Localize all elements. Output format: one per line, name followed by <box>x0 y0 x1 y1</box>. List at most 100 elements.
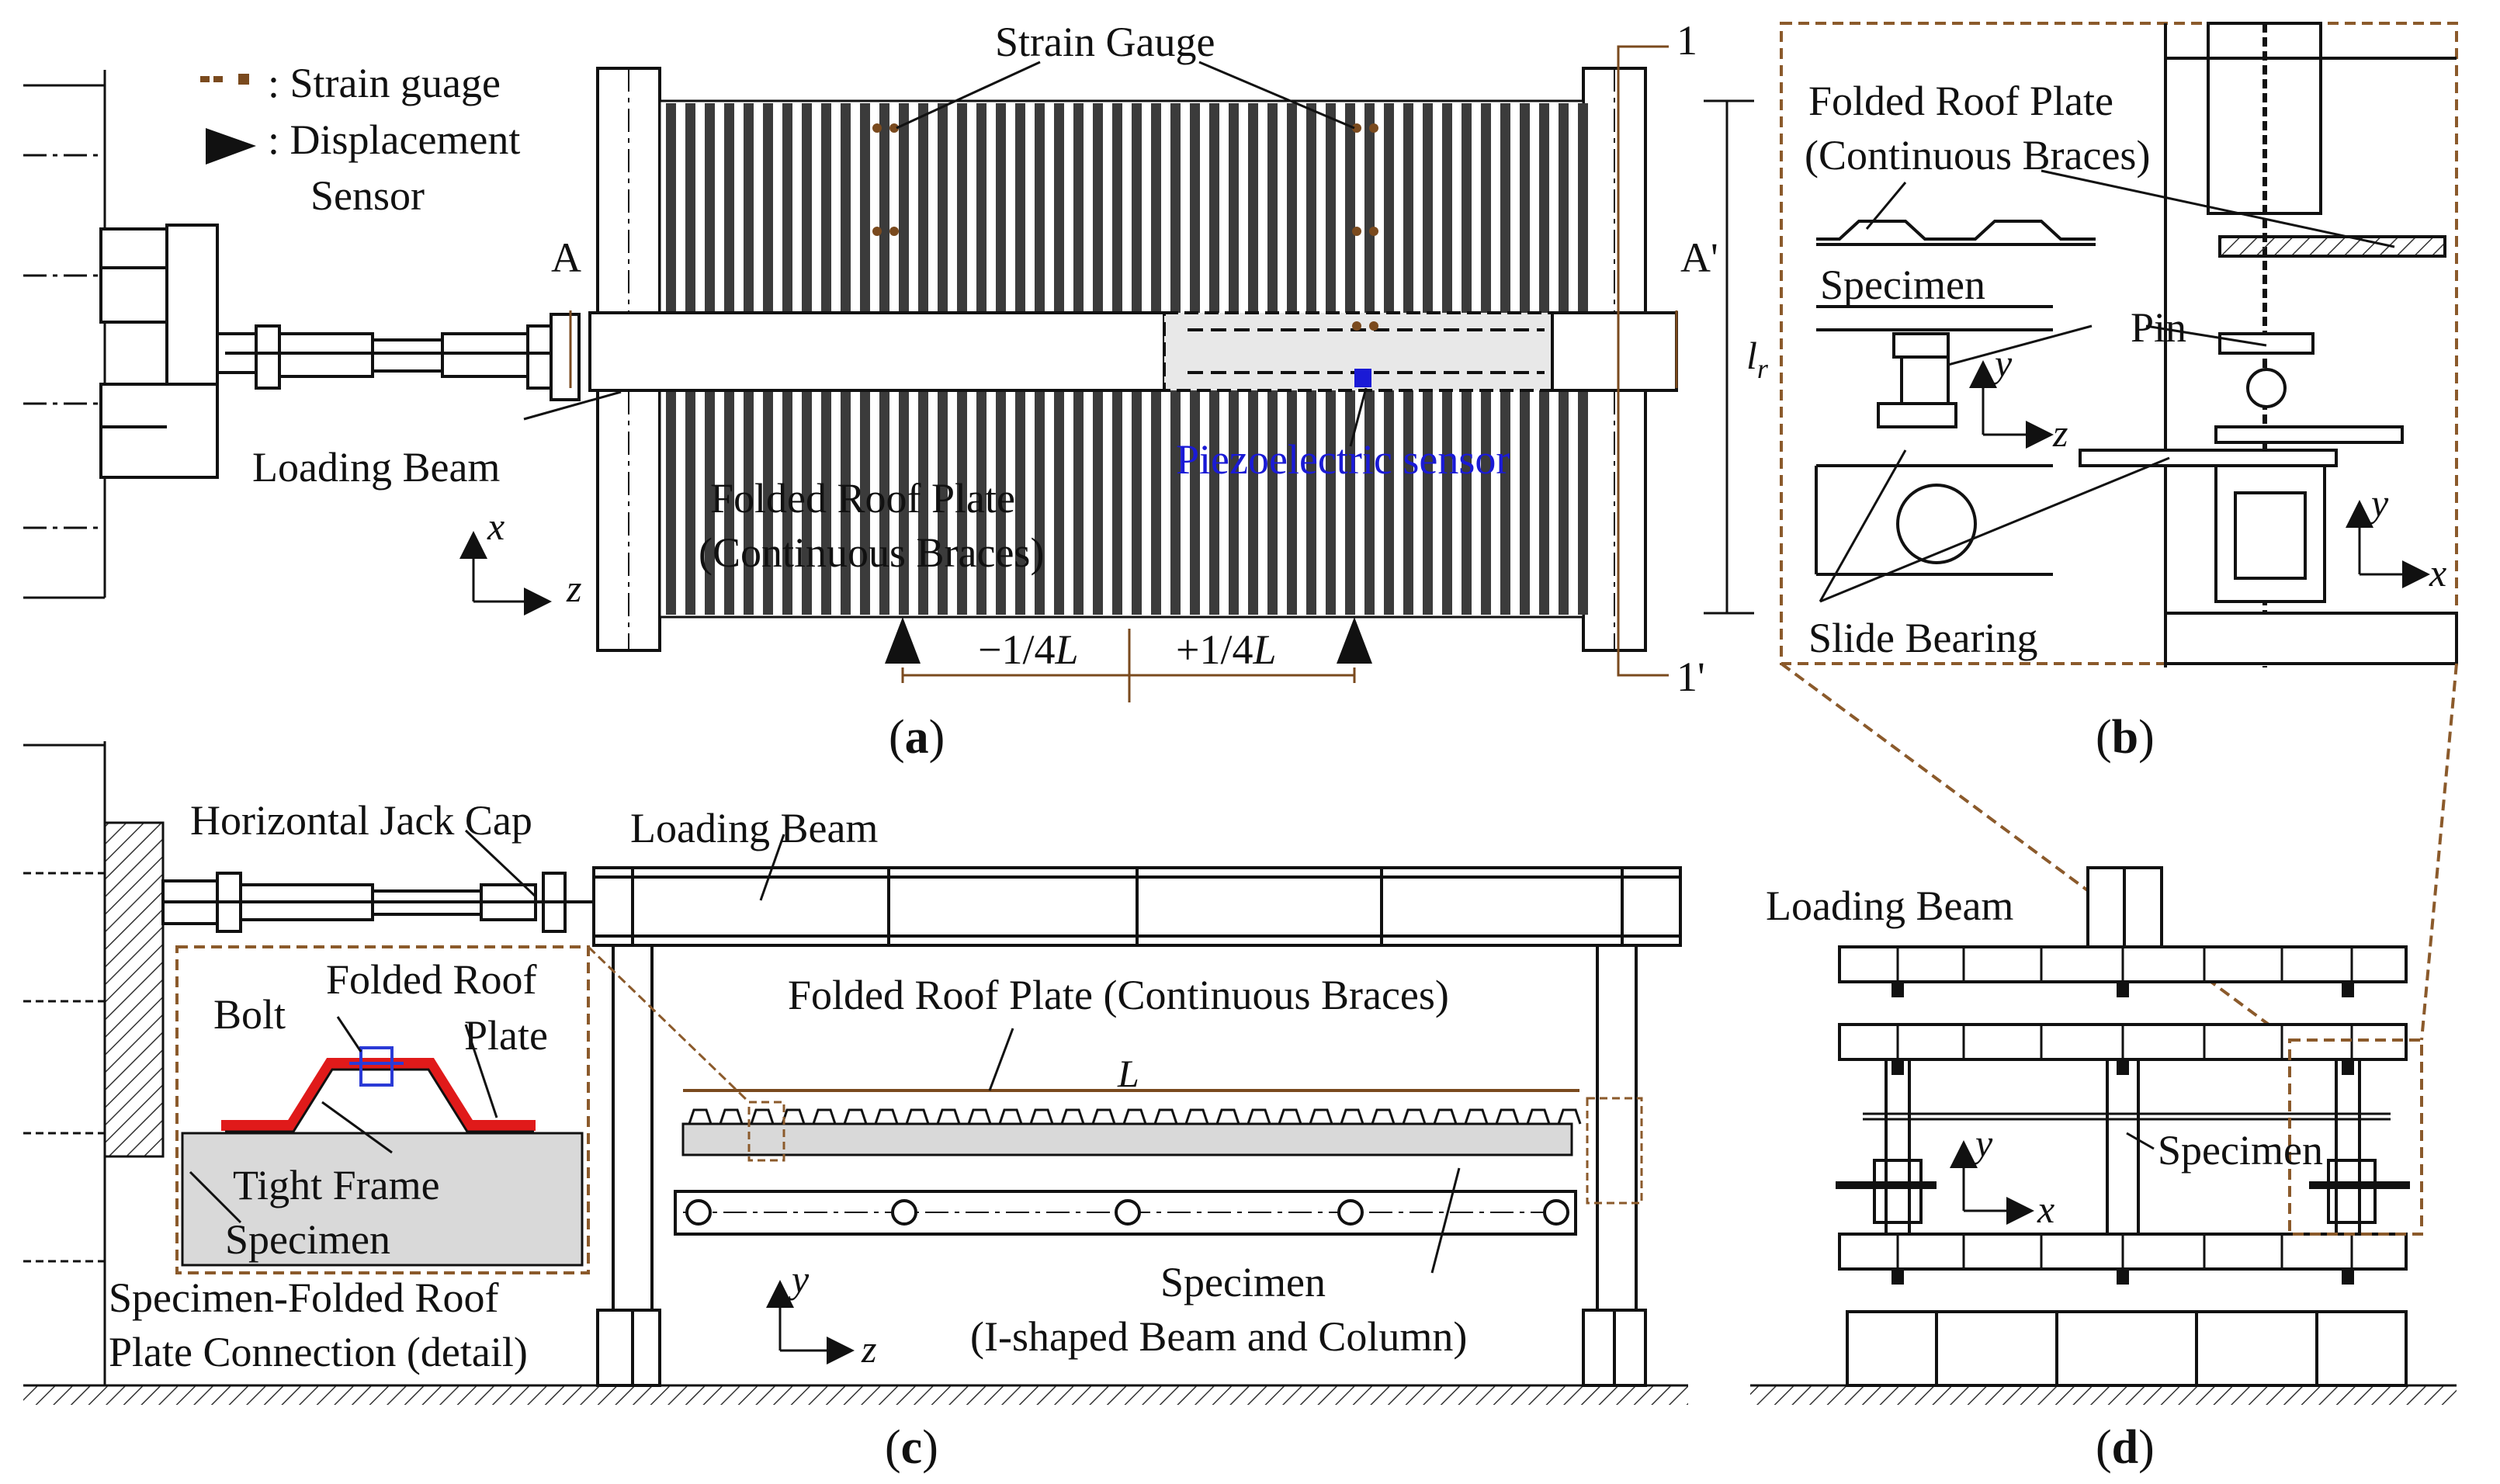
detail-connector-c <box>587 945 751 1104</box>
label-lr: lr <box>1746 334 1769 384</box>
displacement-sensor-left <box>885 617 921 664</box>
label-slide-bearing: Slide Bearing <box>1808 615 2037 661</box>
axes-b-right <box>2346 500 2430 588</box>
leaders-c <box>189 829 1461 1274</box>
bolt-mark <box>2342 982 2354 997</box>
leaders-a <box>523 61 1368 447</box>
label-connection-1: Specimen-Folded Roof <box>109 1274 498 1321</box>
bolt-mark <box>2117 1269 2129 1285</box>
panel-a: : Strain guage : Displacement Sensor Str… <box>23 17 1769 764</box>
label-specimen-b: Specimen <box>1820 262 1985 308</box>
leaders-b <box>1819 169 2395 603</box>
strain-gauges-a <box>872 123 1378 331</box>
axes-d <box>1950 1140 2034 1225</box>
bearings-d <box>1836 1159 2410 1224</box>
strain-gauge-mark <box>1369 321 1378 331</box>
frame-d-bolts <box>1891 947 2354 1285</box>
panel-c: Horizontal Jack Cap Loading Beam Folded … <box>23 741 1688 1474</box>
roof-profile-b <box>1815 220 2096 576</box>
detail-connector <box>1780 662 2458 1042</box>
strain-gauge-mark <box>872 227 882 236</box>
label-specimen-c1: Specimen <box>1160 1259 1326 1305</box>
ground-d <box>1750 1385 2457 1405</box>
label-section-A: A <box>551 234 581 281</box>
axis-x-b: x <box>2429 551 2446 595</box>
displacement-sensor-right <box>1337 617 1372 664</box>
strain-gauge-mark <box>1352 321 1361 331</box>
axis-z-b: z <box>2052 411 2068 455</box>
label-quarter-pos: +1/4L <box>1176 626 1277 673</box>
strain-gauge-mark <box>1369 123 1378 133</box>
label-quarter-neg: −1/4L <box>978 626 1079 673</box>
ground-c <box>23 1385 1688 1405</box>
label-roof-plate-b2: (Continuous Braces) <box>1805 132 2150 179</box>
detail-frame-c-right <box>1586 1097 1643 1205</box>
axis-y-b2: y <box>2367 481 2389 525</box>
label-section-1p: 1' <box>1676 654 1705 700</box>
connection-detail <box>181 1046 584 1267</box>
axes-b-left <box>1969 360 2054 449</box>
label-section-1: 1 <box>1676 17 1697 64</box>
column-b <box>2079 22 2458 667</box>
label-roof-plate-a2: (Continuous Braces) <box>699 529 1044 576</box>
legend-strain-symbol <box>200 74 249 85</box>
legend-strain-label: : Strain guage <box>268 60 501 106</box>
axis-x-d: x <box>2037 1188 2054 1231</box>
axes-c <box>766 1280 855 1364</box>
strain-gauge-mark <box>1369 227 1378 236</box>
reaction-wall-c <box>23 741 165 1385</box>
label-specimen-c-detail: Specimen <box>225 1216 390 1263</box>
section-line-A <box>569 310 1678 388</box>
bolt-mark <box>2342 1059 2354 1075</box>
strain-gauge-mark <box>872 123 882 133</box>
legend-displacement-symbol <box>206 128 256 165</box>
detail-frame-c-small <box>747 1101 785 1162</box>
label-jack-cap: Horizontal Jack Cap <box>190 797 532 844</box>
loading-beam-elev <box>592 866 1682 947</box>
loading-beam-plan-a <box>588 311 1678 392</box>
specimen-beam-c <box>674 1190 1577 1236</box>
piezo-sensor-marker <box>1354 369 1371 387</box>
label-L-c: L <box>1117 1052 1139 1095</box>
axes-a <box>459 531 552 615</box>
label-connection-2: Plate Connection (detail) <box>109 1329 528 1375</box>
axis-y-b1: y <box>1991 342 2013 385</box>
bolt-mark <box>1891 1269 1904 1285</box>
axis-x-a: x <box>487 504 505 548</box>
label-specimen-d: Specimen <box>2158 1127 2323 1174</box>
columns-c <box>596 944 1647 1387</box>
label-loading-beam-d: Loading Beam <box>1766 882 2013 929</box>
strain-gauge-mark <box>1352 123 1361 133</box>
strain-gauge-mark <box>1352 227 1361 236</box>
label-roof-plate-b1: Folded Roof Plate <box>1808 78 2113 124</box>
label-roof-plate-c: Folded Roof Plate (Continuous Braces) <box>788 972 1449 1018</box>
axis-y-d: y <box>1971 1122 1993 1165</box>
label-strain-gauge: Strain Gauge <box>995 19 1215 65</box>
label-specimen-c2: (I-shaped Beam and Column) <box>970 1313 1467 1360</box>
panel-tag-a: (a) <box>889 711 945 764</box>
axis-z-a: z <box>566 567 581 610</box>
strain-gauge-mark <box>889 227 899 236</box>
label-tight-frame: Tight Frame <box>233 1162 440 1208</box>
label-loading-beam-a: Loading Beam <box>252 444 500 491</box>
axis-y-c: y <box>788 1257 810 1301</box>
dimension-lr <box>1704 99 1754 615</box>
bolt-mark <box>1891 982 1904 997</box>
panel-tag-b: (b) <box>2096 711 2155 764</box>
axis-z-c: z <box>861 1327 876 1371</box>
bolt-mark <box>2117 1059 2129 1075</box>
bolt-mark <box>2117 982 2129 997</box>
label-detail-roof-1: Folded Roof <box>326 956 537 1003</box>
detail-frame-b <box>1780 22 2458 665</box>
label-bolt: Bolt <box>213 991 286 1038</box>
actuator-block-a <box>99 224 219 479</box>
panel-tag-d: (d) <box>2096 1421 2155 1474</box>
horizontal-jack-c <box>161 872 598 933</box>
leader-specimen-d <box>2126 1132 2155 1150</box>
horizontal-jack-a <box>216 313 581 401</box>
label-detail-roof-2: Plate <box>464 1012 548 1059</box>
label-pin: Pin <box>2131 304 2186 351</box>
bolt-mark <box>1891 1059 1904 1075</box>
